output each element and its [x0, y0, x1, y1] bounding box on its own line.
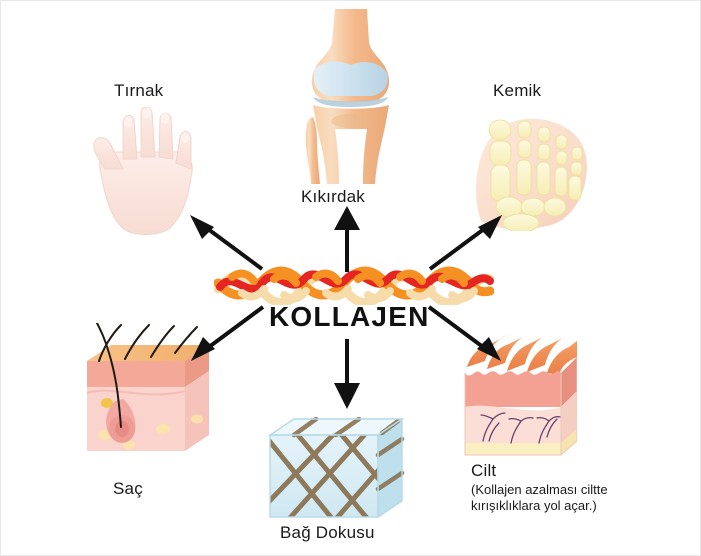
- collagen-title: KOLLAJEN: [269, 301, 430, 332]
- arrow-down-right: [425, 303, 505, 368]
- label-cilt-note-line1: (Kollajen azalması ciltte: [471, 482, 608, 497]
- collagen-triple-helix-icon: [213, 263, 495, 307]
- hair-follicle-skin-icon: [77, 322, 217, 463]
- label-cilt: Cilt: [471, 461, 497, 480]
- connective-tissue-cube-icon: [264, 416, 409, 525]
- label-bag-dokusu: Bağ Dokusu: [280, 523, 375, 542]
- label-sac: Saç: [113, 479, 143, 498]
- label-tirnak: Tırnak: [114, 81, 164, 100]
- arrow-down-left: [187, 303, 267, 368]
- knee-joint-cartilage-icon: [293, 9, 409, 184]
- arrow-up-right: [426, 213, 506, 278]
- arrow-up: [332, 206, 362, 277]
- wrinkled-skin-block-icon: [459, 333, 578, 457]
- arrow-down: [332, 339, 362, 414]
- label-cilt-note-line2: kırışıklıklara yol açar.): [471, 498, 597, 513]
- label-kemik: Kemik: [493, 81, 542, 100]
- label-kikirdak: Kıkırdak: [301, 187, 365, 206]
- foot-bones-icon: [463, 103, 603, 233]
- hand-nail-icon: [79, 106, 211, 237]
- arrow-up-left: [186, 213, 266, 278]
